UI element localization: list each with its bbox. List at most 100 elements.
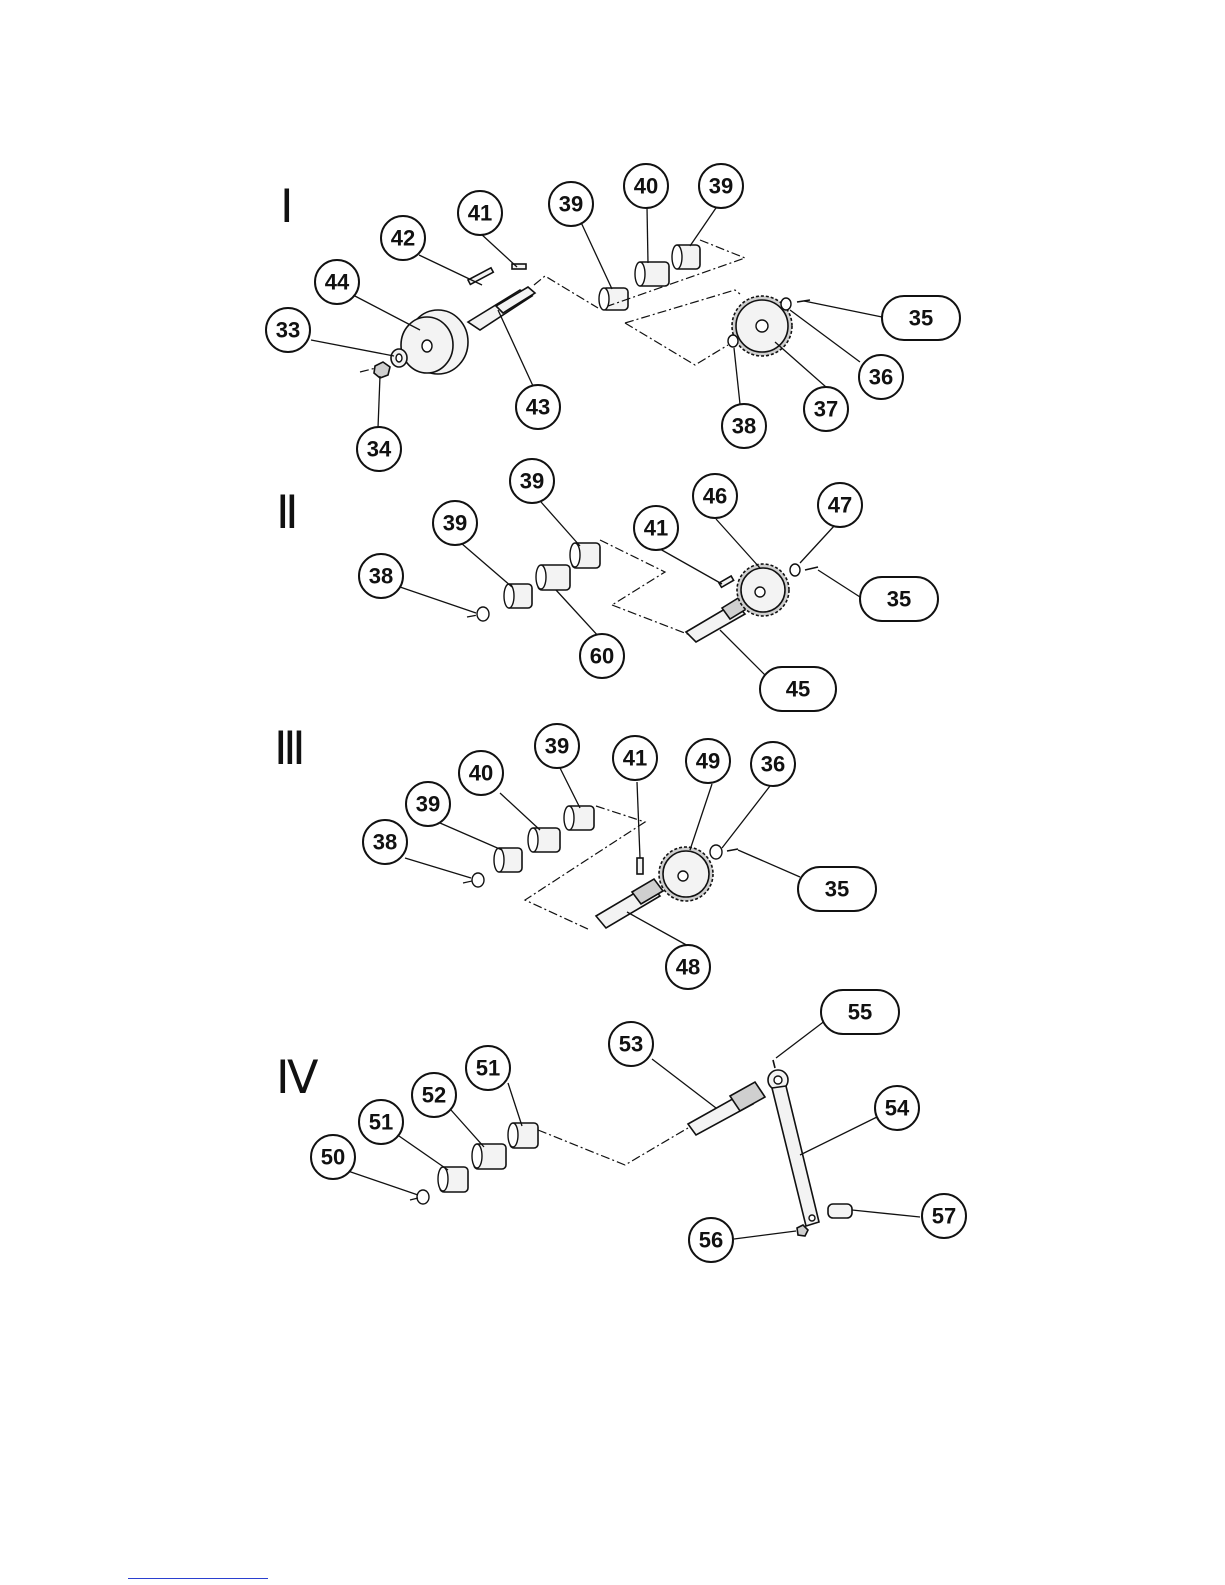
svg-text:39: 39 <box>545 734 569 759</box>
svg-text:44: 44 <box>325 270 350 295</box>
retaining-ring-part <box>417 1190 429 1204</box>
svg-text:37: 37 <box>814 397 838 422</box>
svg-text:52: 52 <box>422 1083 446 1108</box>
svg-text:41: 41 <box>623 746 647 771</box>
sleeve-part <box>472 1144 506 1169</box>
sleeve-part <box>528 828 560 852</box>
washer-part <box>790 564 800 576</box>
callout-39: 39 <box>510 459 554 503</box>
section-2: Ⅱ <box>276 459 938 711</box>
callout-35: 35 <box>798 867 876 911</box>
bushing-part <box>494 848 522 872</box>
section-label-3: Ⅲ <box>274 723 306 774</box>
svg-text:41: 41 <box>644 516 668 541</box>
svg-text:60: 60 <box>590 644 614 669</box>
callout-41: 41 <box>613 736 657 780</box>
nut-part <box>374 362 390 378</box>
gear-part <box>737 564 789 616</box>
callout-57: 57 <box>922 1194 966 1238</box>
callout-51: 51 <box>359 1100 403 1144</box>
callout-40: 40 <box>459 751 503 795</box>
callout-51: 51 <box>466 1046 510 1090</box>
svg-text:47: 47 <box>828 493 852 518</box>
callout-36: 36 <box>859 355 903 399</box>
bushing-part <box>504 584 532 608</box>
svg-text:39: 39 <box>559 192 583 217</box>
callout-46: 46 <box>693 474 737 518</box>
shaft-part <box>596 879 663 928</box>
callout-41: 41 <box>634 506 678 550</box>
svg-text:43: 43 <box>526 395 550 420</box>
svg-text:38: 38 <box>369 564 393 589</box>
svg-text:54: 54 <box>885 1096 910 1121</box>
svg-text:39: 39 <box>416 792 440 817</box>
section-label-2: Ⅱ <box>276 487 299 538</box>
callout-38: 38 <box>359 554 403 598</box>
svg-text:38: 38 <box>732 414 756 439</box>
svg-text:42: 42 <box>391 226 415 251</box>
pulley-part <box>401 310 468 374</box>
section-1: Ⅰ <box>266 164 960 471</box>
svg-text:36: 36 <box>869 365 893 390</box>
callout-50: 50 <box>311 1135 355 1179</box>
svg-text:57: 57 <box>932 1204 956 1229</box>
shaft-part <box>688 1082 765 1135</box>
svg-text:56: 56 <box>699 1228 723 1253</box>
washer-part <box>710 845 722 859</box>
callout-47: 47 <box>818 483 862 527</box>
section-4: Ⅳ <box>276 990 966 1262</box>
gear-part <box>659 847 713 901</box>
svg-text:40: 40 <box>469 761 493 786</box>
svg-text:46: 46 <box>703 484 727 509</box>
bushing-part <box>508 1123 538 1148</box>
callout-52: 52 <box>412 1073 456 1117</box>
callout-54: 54 <box>875 1086 919 1130</box>
svg-text:35: 35 <box>887 587 911 612</box>
svg-text:39: 39 <box>520 469 544 494</box>
callout-35: 35 <box>860 577 938 621</box>
svg-text:35: 35 <box>909 306 933 331</box>
svg-text:45: 45 <box>786 677 810 702</box>
svg-text:34: 34 <box>367 437 392 462</box>
svg-text:51: 51 <box>369 1110 393 1135</box>
callout-40: 40 <box>624 164 668 208</box>
svg-text:38: 38 <box>373 830 397 855</box>
svg-text:53: 53 <box>619 1032 643 1057</box>
callout-35: 35 <box>882 296 960 340</box>
callout-38: 38 <box>722 404 766 448</box>
callout-41: 41 <box>458 191 502 235</box>
callout-39: 39 <box>406 782 450 826</box>
key-part <box>637 858 643 874</box>
svg-text:40: 40 <box>634 174 658 199</box>
callout-39: 39 <box>699 164 743 208</box>
callout-48: 48 <box>666 945 710 989</box>
retaining-ring-part <box>472 873 484 887</box>
bushing-part <box>570 543 600 568</box>
callout-53: 53 <box>609 1022 653 1066</box>
svg-text:49: 49 <box>696 749 720 774</box>
callout-37: 37 <box>804 387 848 431</box>
shaft-part <box>468 287 535 330</box>
callout-49: 49 <box>686 739 730 783</box>
footer-rule <box>128 1578 268 1579</box>
svg-text:55: 55 <box>848 1000 872 1025</box>
callout-42: 42 <box>381 216 425 260</box>
callout-34: 34 <box>357 427 401 471</box>
callout-45: 45 <box>760 667 836 711</box>
svg-text:33: 33 <box>276 318 300 343</box>
retaining-ring-part <box>477 607 489 621</box>
section-3: Ⅲ <box>274 723 876 989</box>
callout-60: 60 <box>580 634 624 678</box>
lever-part <box>768 1070 819 1226</box>
callout-36: 36 <box>751 742 795 786</box>
section-label-1: Ⅰ <box>280 181 294 232</box>
bushing-part <box>599 288 628 310</box>
shaft-part <box>686 597 748 642</box>
svg-text:51: 51 <box>476 1056 500 1081</box>
svg-text:39: 39 <box>709 174 733 199</box>
callout-33: 33 <box>266 308 310 352</box>
callout-55: 55 <box>821 990 899 1034</box>
svg-text:39: 39 <box>443 511 467 536</box>
callout-43: 43 <box>516 385 560 429</box>
